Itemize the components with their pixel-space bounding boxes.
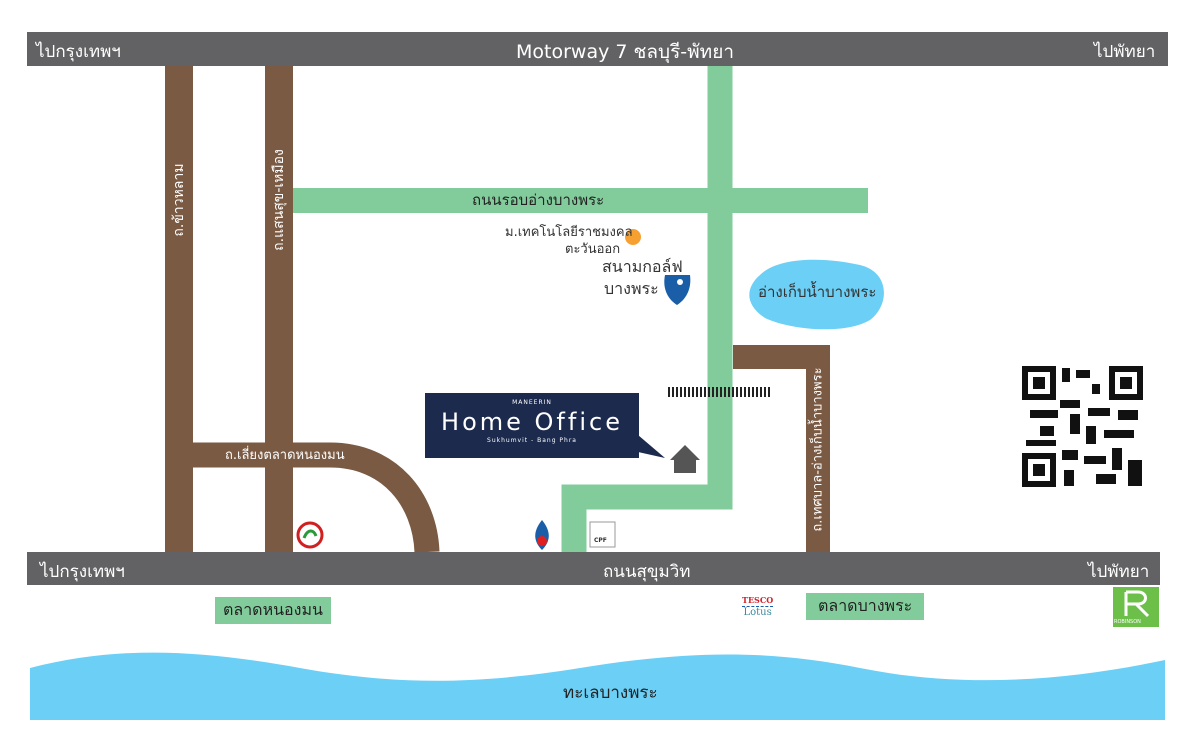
university-label-line1: ม.เทคโนโลยีราชมงคล [505, 225, 633, 240]
golf-icon [664, 275, 691, 305]
callout-pointer [638, 435, 665, 458]
market-bangphra-label: ตลาดบางพระ [806, 593, 925, 620]
sukhumvit-left-label: ไปกรุงเทพฯ [40, 562, 125, 582]
golf-label-line1: สนามกอล์ฟ [602, 257, 683, 276]
kasikorn-bank-icon [296, 521, 324, 549]
home-icon [670, 445, 700, 473]
ring-road [293, 188, 868, 213]
bypass-road-label: ถ.เลี่ยงตลาดหนองมน [225, 448, 345, 463]
cpf-logo-text: CPF [594, 537, 607, 544]
sea-label: ทะเลบางพระ [563, 683, 658, 703]
motorway-road [27, 32, 1168, 66]
thetsaban-road-label: ถ.เทศบาล-อ่างเก็บน้ำบางพระ [810, 367, 826, 532]
khao-lam-road-label: ถ.ข้าวหลาม [171, 163, 187, 237]
motorway-center-label: Motorway 7 ชลบุรี-พัทยา [516, 41, 735, 63]
right-brown-road [733, 345, 830, 552]
cpf-logo-icon [589, 521, 616, 548]
reservoir-label: อ่างเก็บน้ำบางพระ [758, 283, 877, 301]
khao-lam-road [165, 66, 193, 552]
robinson-logo-icon [1113, 587, 1159, 627]
robinson-logo-text: ROBINSON [1114, 619, 1141, 625]
motorway-right-label: ไปพัทยา [1094, 42, 1156, 62]
sukhumvit-right-label: ไปพัทยา [1088, 562, 1150, 582]
callout-brand: MANEERIN [512, 399, 552, 406]
saen-suk-road [265, 66, 293, 552]
university-marker-icon [625, 229, 641, 245]
ring-road-label: ถนนรอบอ่างบางพระ [472, 191, 605, 209]
callout-subtitle: Sukhumvit - Bang Phra [487, 437, 577, 444]
saen-suk-road-label: ถ.แสนสุข-เหมือง [271, 149, 287, 251]
market-nongmon-label: ตลาดหนองมน [215, 597, 331, 624]
lotus-logo-text: Lotus [743, 607, 772, 618]
sukhumvit-road [27, 552, 1160, 585]
golf-label-line2: บางพระ [604, 279, 659, 298]
motorway-left-label: ไปกรุงเทพฯ [36, 42, 121, 62]
bypass-road-curve [193, 442, 440, 553]
home-office-callout: MANEERIN Home Office Sukhumvit - Bang Ph… [425, 393, 639, 458]
ptt-station-icon [535, 520, 549, 550]
sukhumvit-center-label: ถนนสุขุมวิท [603, 562, 691, 582]
sea-shape [30, 652, 1165, 720]
qr-code-icon [1022, 366, 1143, 487]
university-label-line2: ตะวันออก [565, 242, 621, 257]
reservoir-shape [749, 259, 884, 330]
tesco-logo-text: TESCO [742, 595, 774, 607]
green-road-bend [561, 66, 733, 552]
callout-title: Home Office [441, 408, 623, 436]
tesco-lotus-logo: TESCO Lotus [742, 595, 774, 618]
